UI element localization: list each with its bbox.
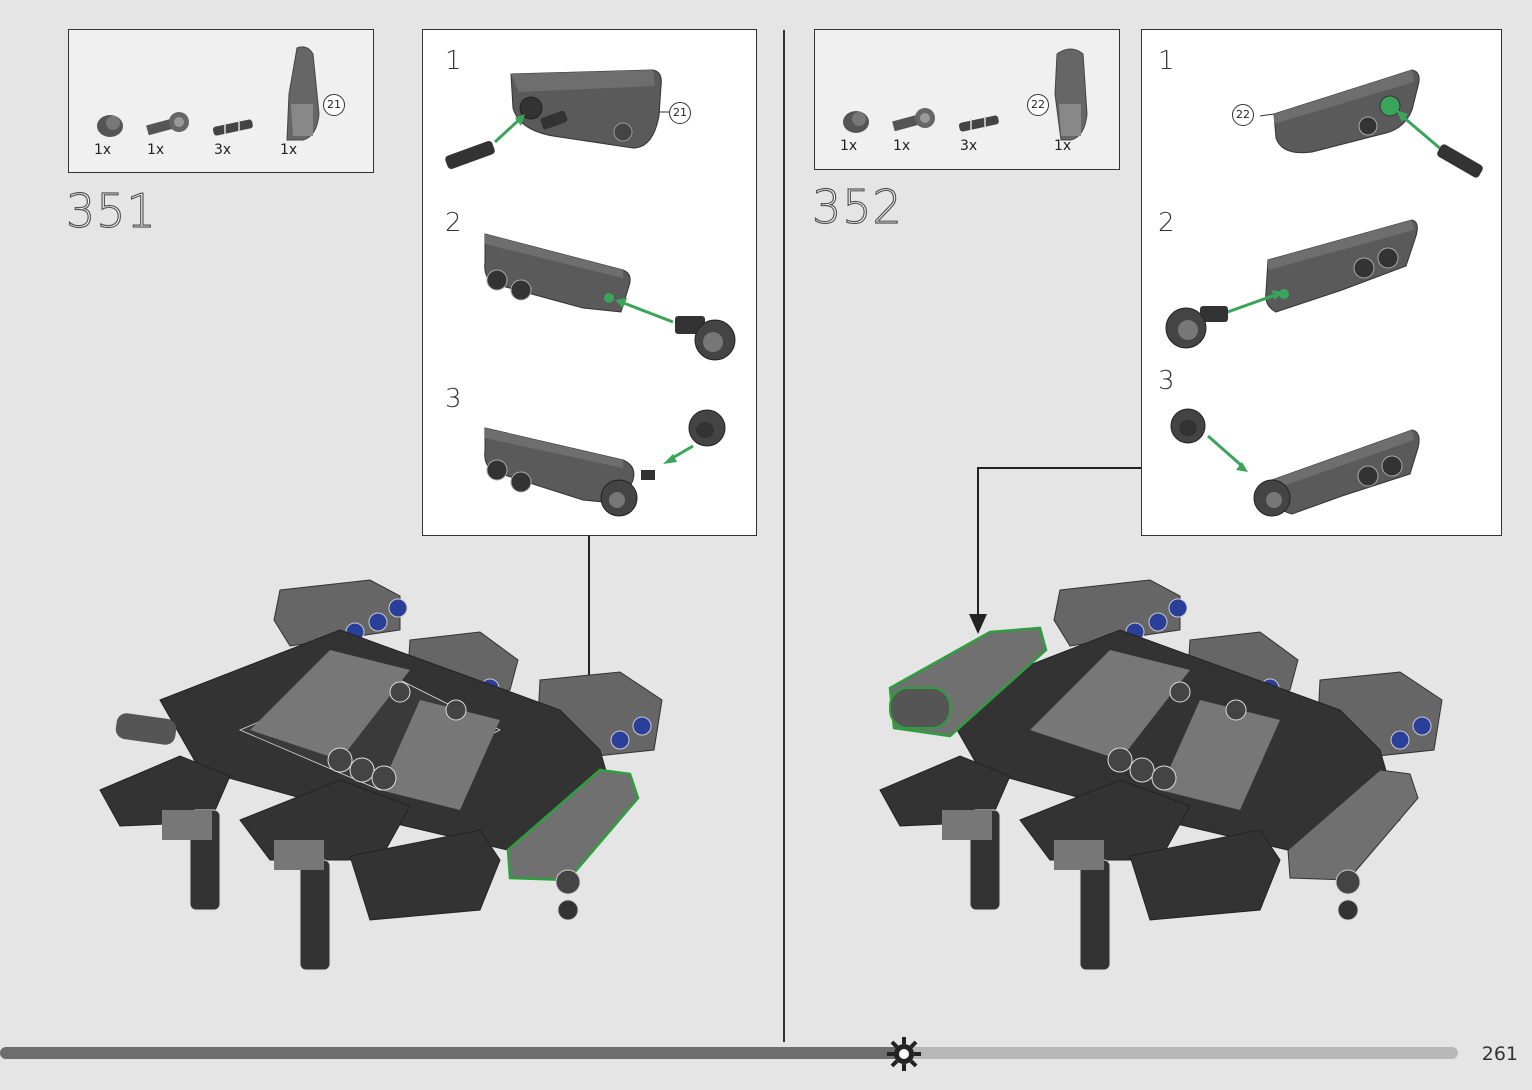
gear-icon	[886, 1036, 922, 1072]
progress-bar	[0, 1044, 1460, 1062]
model-assembly-352	[860, 560, 1480, 980]
page-number: 261	[1482, 1043, 1518, 1065]
